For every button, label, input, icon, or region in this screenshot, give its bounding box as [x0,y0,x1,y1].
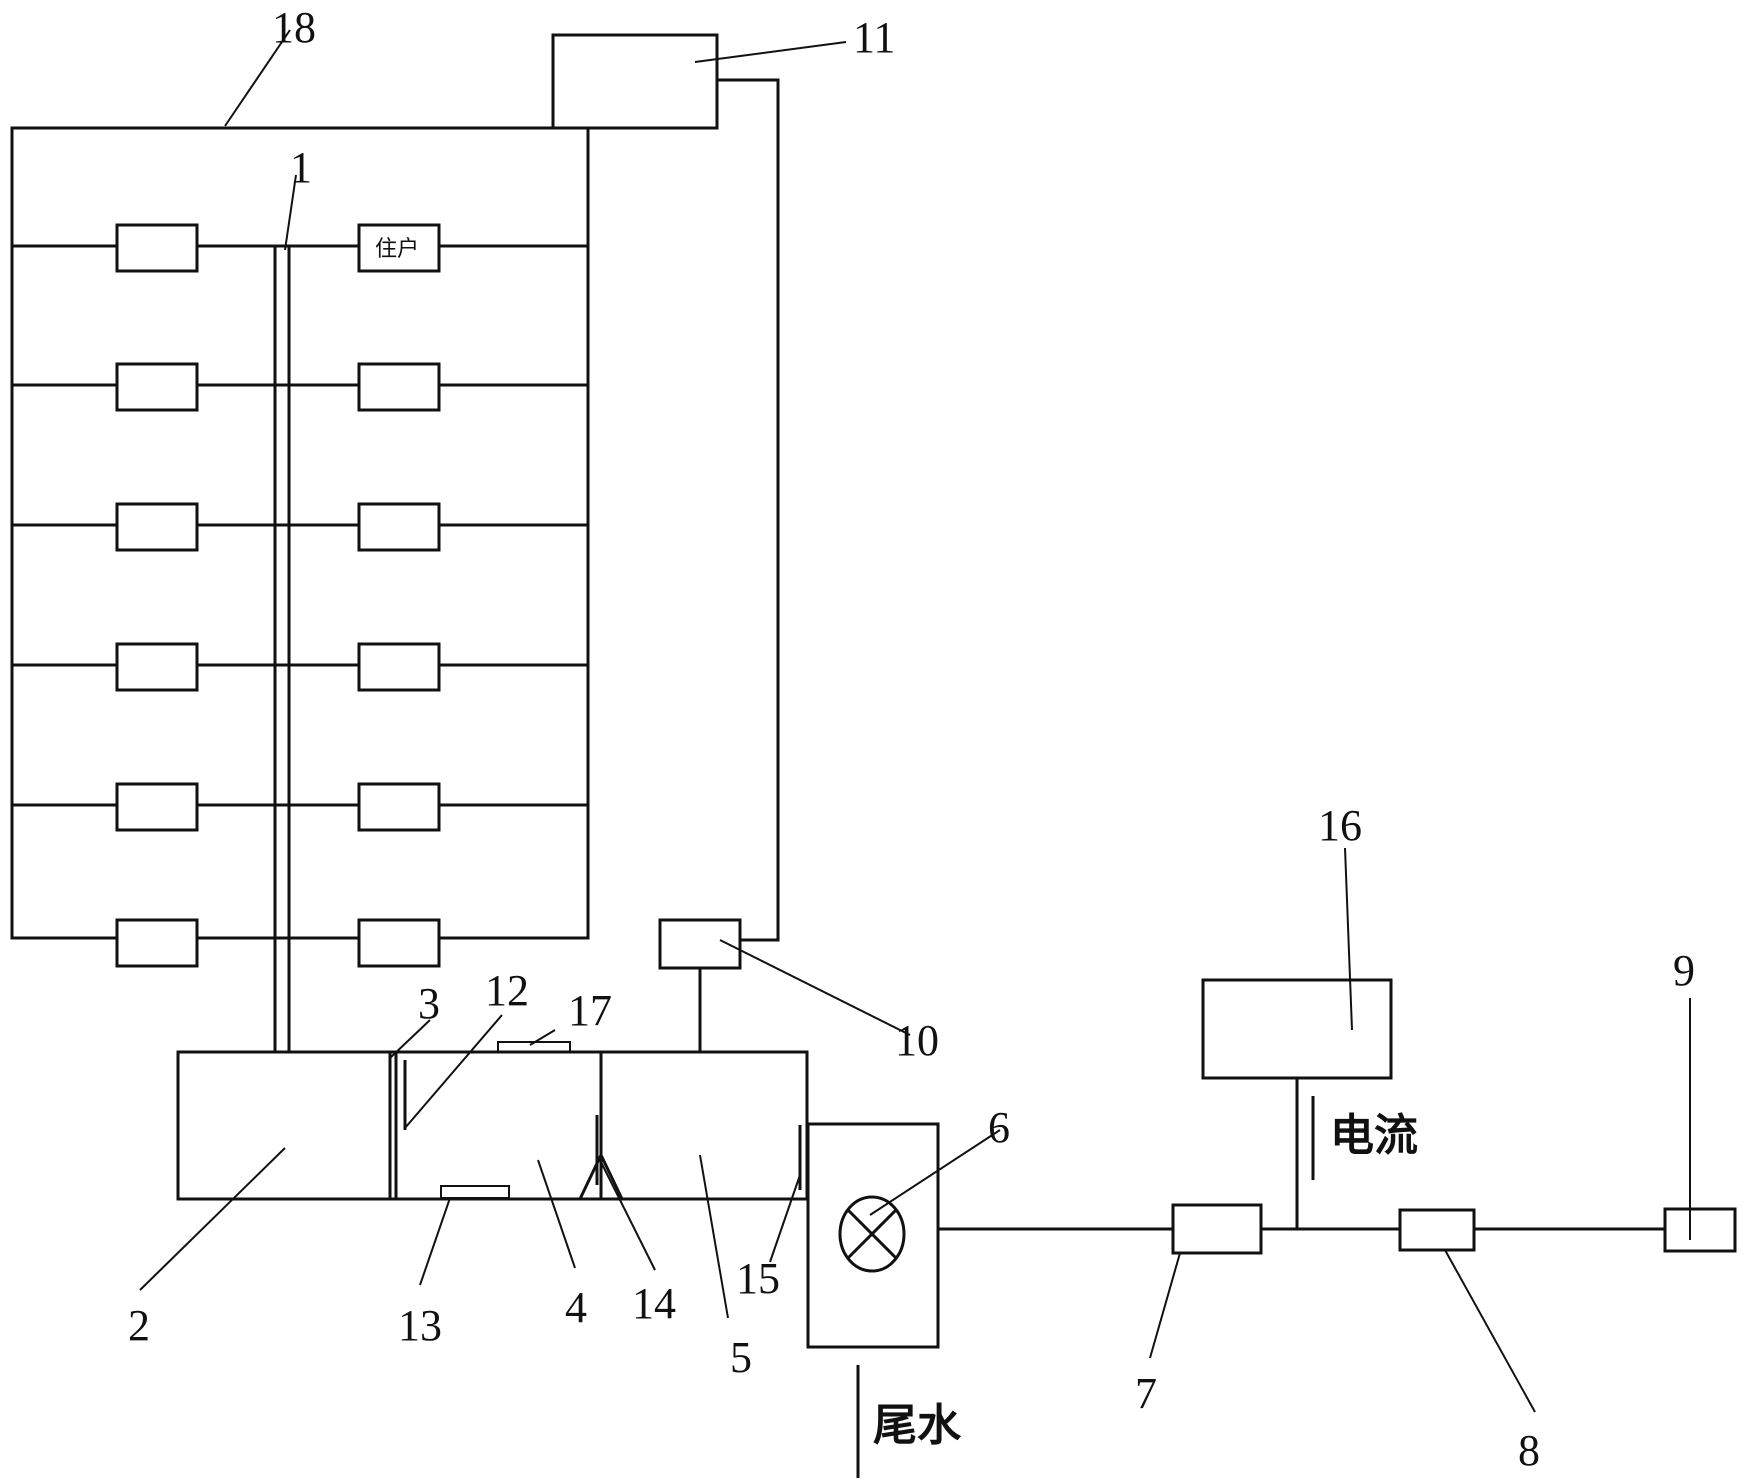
label-7: 7 [1135,1369,1157,1418]
label-18: 18 [272,3,316,52]
household-unit [357,502,441,552]
label-4: 4 [565,1283,587,1332]
label-16: 16 [1318,801,1362,850]
label-15: 15 [736,1254,780,1303]
household-units: 住户 [115,223,441,968]
box-7 [1171,1203,1263,1255]
label-17: 17 [568,986,612,1035]
turbine-icon [838,1195,906,1273]
household-unit [357,918,441,968]
leader-lines [139,29,1691,1413]
label-14: 14 [632,1279,676,1328]
building [10,126,590,1052]
label-6: 6 [988,1103,1010,1152]
household-unit [115,362,199,412]
label-13: 13 [398,1301,442,1350]
treatment-tanks [176,1041,809,1201]
label-8: 8 [1518,1426,1540,1475]
household-label: 住户 [375,237,419,262]
box-6 [806,1122,940,1349]
household-unit [115,642,199,692]
item-13 [440,1185,510,1199]
box-8 [1398,1208,1476,1252]
label-11: 11 [853,13,895,62]
label-12: 12 [485,966,529,1015]
label-10: 10 [895,1016,939,1065]
tailwater-label: 尾水 [873,1400,962,1451]
label-2: 2 [128,1301,150,1350]
household-unit [357,223,441,273]
household-unit [357,642,441,692]
household-unit [115,782,199,832]
current-label: 电流 [1330,1110,1418,1161]
labels: 18 11 1 3 12 17 10 6 2 13 4 14 15 5 16 7… [128,3,1695,1475]
household-unit [115,223,199,273]
box-16 [1201,978,1393,1080]
label-1: 1 [290,143,312,192]
label-5: 5 [730,1333,752,1382]
household-unit [357,782,441,832]
label-9: 9 [1673,946,1695,995]
household-unit [115,502,199,552]
label-3: 3 [418,979,440,1028]
box-9 [1663,1207,1737,1253]
household-unit [357,362,441,412]
box-11 [551,33,719,130]
household-unit [115,918,199,968]
